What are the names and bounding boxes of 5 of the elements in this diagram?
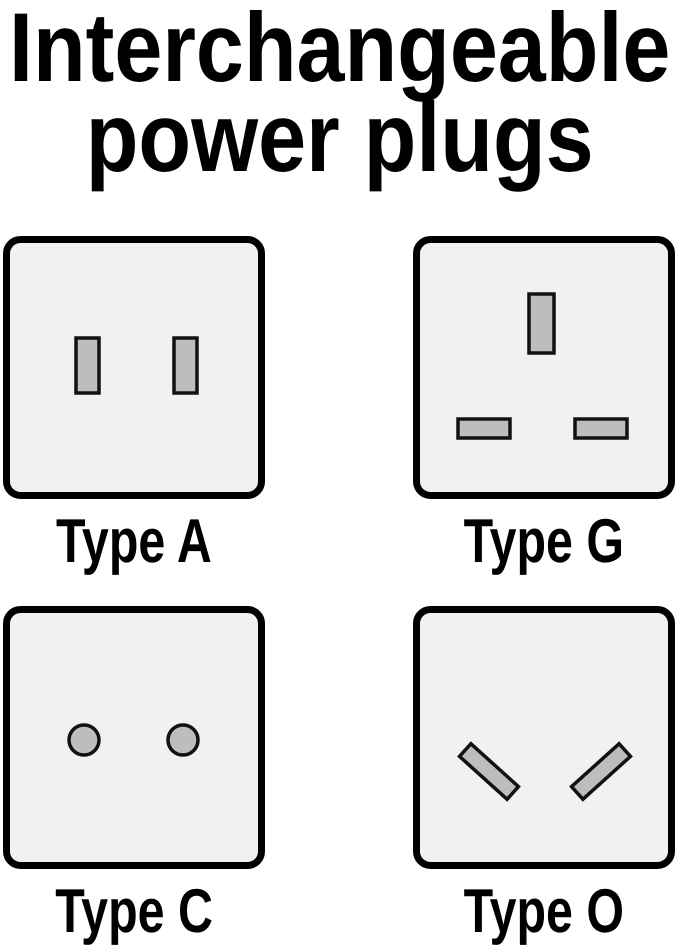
socket-type-label: Type A <box>56 511 212 573</box>
socket-type-label: Type O <box>464 881 624 943</box>
title: Interchangeable power plugs <box>8 0 672 194</box>
socket-type-label: Type G <box>464 511 624 573</box>
socket-type-label: Type C <box>55 881 213 943</box>
